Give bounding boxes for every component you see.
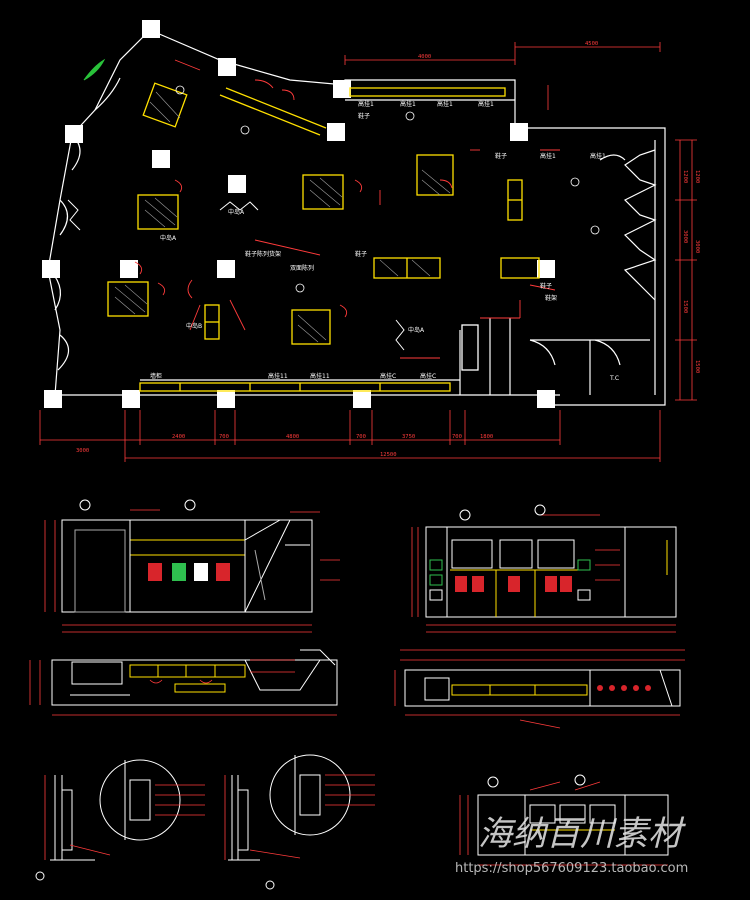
column-8 <box>228 175 246 193</box>
elevation-g <box>477 794 669 856</box>
column-14 <box>122 390 140 408</box>
dim-right-5: 3000 <box>694 240 700 253</box>
label-bottom-2: 高挂11 <box>268 372 288 380</box>
dim-right-2: 3000 <box>682 230 688 243</box>
dim-bottom-7: 700 <box>452 434 462 440</box>
label-fitting-room: T.C <box>609 375 619 382</box>
dim-right-1: 1200 <box>682 170 688 183</box>
elevation-b-garments <box>455 576 572 592</box>
section-d-garments <box>597 685 651 691</box>
elevation-b-dims <box>411 514 676 633</box>
label-middle-island-1: 中岛A <box>228 208 245 216</box>
elevation-a-garments <box>148 563 230 581</box>
fixture-top-hangrail <box>349 87 506 97</box>
plan-dimension-texts: 4000 4500 3000 2400 700 4800 700 3750 70… <box>76 41 700 458</box>
dim-bottom-4: 4800 <box>286 434 299 440</box>
label-hangrail-right-2: 高挂1 <box>590 152 606 160</box>
dim-bottom-1: 3000 <box>76 448 89 454</box>
elevation-a <box>61 519 313 613</box>
label-bottom-4: 高挂C <box>380 372 396 380</box>
fixture-display-table-6 <box>416 154 454 196</box>
dim-top-2: 4500 <box>585 41 598 47</box>
label-shoe-rack: 鞋子 <box>358 112 370 120</box>
dim-bottom-6: 3750 <box>402 434 415 440</box>
fixture-display-table-2 <box>137 194 179 230</box>
column-7 <box>152 150 170 168</box>
dim-right-6: 1500 <box>694 360 700 373</box>
fixture-display-table-1 <box>142 82 188 128</box>
fixture-wall-shelf-bottom <box>139 382 451 392</box>
plan-leaders <box>134 79 560 359</box>
detail-f <box>228 754 351 861</box>
dim-right-4: 1200 <box>694 170 700 183</box>
label-shoe-rack-2: 鞋子 <box>495 152 507 160</box>
label-middle-island-2: 中岛A <box>160 234 177 242</box>
elevation-g-dims <box>459 781 668 866</box>
detail-leaders <box>44 774 375 860</box>
column-17 <box>537 390 555 408</box>
fixture-shoe-rack <box>500 257 540 279</box>
elevation-b <box>425 526 677 618</box>
label-middle-island-3: 中岛B <box>186 322 202 330</box>
column-12 <box>537 260 555 278</box>
column-6 <box>65 125 83 143</box>
column-9 <box>42 260 60 278</box>
label-hangrail-right-1: 高挂1 <box>540 152 556 160</box>
column-11 <box>217 260 235 278</box>
section-c-dims <box>29 659 337 716</box>
dim-top-1: 4000 <box>418 54 431 60</box>
plan-wall-left <box>47 29 560 396</box>
dim-bottom-5: 700 <box>356 434 366 440</box>
section-d <box>404 669 681 707</box>
column-1 <box>142 20 160 38</box>
column-3 <box>333 80 351 98</box>
column-5 <box>510 123 528 141</box>
detail-e <box>50 759 181 861</box>
column-13 <box>44 390 62 408</box>
label-hangrail-top-2: 高挂1 <box>400 100 416 108</box>
watermark-text: 海纳百川素材 <box>478 814 686 854</box>
elevation-a-dims <box>44 509 340 633</box>
column-4 <box>327 123 345 141</box>
label-hangrail-top-4: 高挂1 <box>478 100 494 108</box>
label-shoe-shelf: 鞋子陈列货架 <box>245 250 281 258</box>
dim-bottom-2: 2400 <box>172 434 185 440</box>
plan-hatching <box>114 91 451 343</box>
label-middle-island-4: 中岛A <box>408 326 425 334</box>
label-bottom-1: 墙柜 <box>150 372 162 380</box>
column-16 <box>353 390 371 408</box>
label-bottom-5: 高挂C <box>420 372 436 380</box>
label-double-display: 双面陈列 <box>290 264 314 272</box>
label-bottom-3: 高挂11 <box>310 372 330 380</box>
plan-wall-top-left <box>149 29 666 406</box>
floor-plan <box>47 29 666 406</box>
dim-bottom-8: 1800 <box>480 434 493 440</box>
fixture-display-table-4 <box>107 281 149 317</box>
dim-right-3: 1500 <box>682 300 688 313</box>
section-c <box>51 649 338 706</box>
fixture-display-table-3 <box>302 174 344 210</box>
dim-total: 12500 <box>380 452 397 458</box>
column-15 <box>217 390 235 408</box>
label-shoe-wall: 鞋子 <box>355 250 367 258</box>
fixture-display-table-5 <box>291 309 331 345</box>
plan-columns <box>42 20 555 408</box>
watermark: 海纳百川素材 https://shop567609123.taobao.com <box>455 814 688 876</box>
dim-bottom-3: 700 <box>219 434 229 440</box>
plan-dimensions <box>39 42 697 462</box>
section-d-dims <box>394 649 685 729</box>
watermark-url: https://shop567609123.taobao.com <box>455 861 688 876</box>
label-rack: 鞋架 <box>545 294 557 302</box>
fixture-cashier <box>461 324 479 371</box>
label-hangrail-top-3: 高挂1 <box>437 100 453 108</box>
column-10 <box>120 260 138 278</box>
label-shoe-wall-2: 鞋子 <box>540 282 552 290</box>
plant-icon <box>83 58 106 81</box>
column-2 <box>218 58 236 76</box>
plan-fixtures <box>107 82 540 392</box>
label-hangrail-top-1: 高挂1 <box>358 100 374 108</box>
plan-labels: 高挂1 高挂1 高挂1 高挂1 鞋子 鞋子 高挂1 高挂1 中岛A 中岛A 中岛… <box>150 100 619 382</box>
